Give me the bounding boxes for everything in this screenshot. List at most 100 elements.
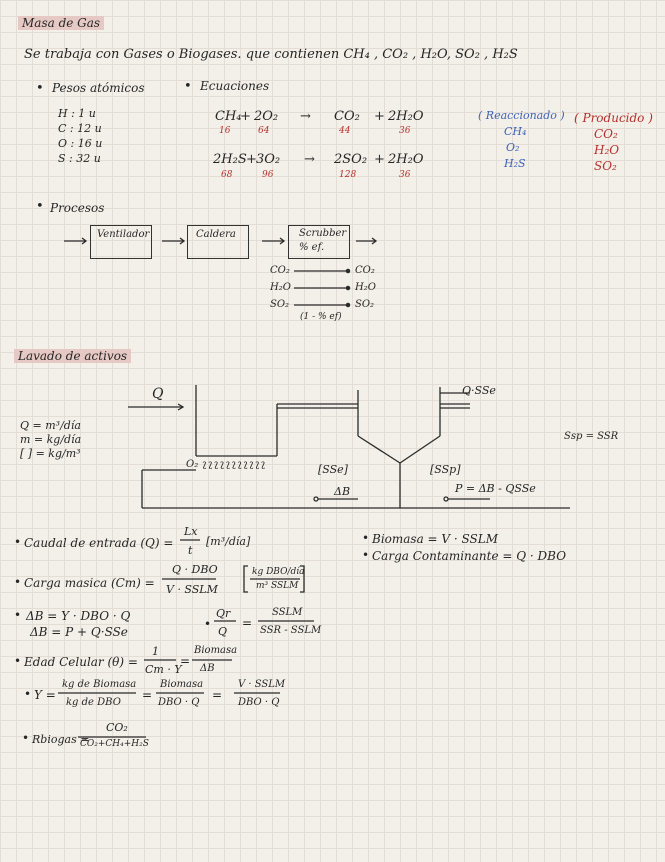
- caudal-label: Caudal de entrada (Q) =: [24, 536, 174, 550]
- box-caldera: Caldera: [187, 225, 249, 259]
- reactivo-h2s: H₂S: [504, 157, 526, 170]
- eq1-plus1: +: [240, 109, 251, 124]
- rbiogas-label: Rbiogas =: [32, 733, 90, 746]
- carga-contaminante-eq: Carga Contaminante = Q · DBO: [372, 549, 567, 563]
- carga-num: Q · DBO: [172, 563, 218, 576]
- rbiogas-den: CO₂+CH₄+H₂S: [80, 739, 149, 749]
- caudal-unit: [m³/día]: [206, 535, 251, 548]
- reactivo-o2: O₂: [506, 141, 520, 154]
- edad-eq: =: [180, 654, 191, 668]
- intro-text: Se trabaja con Gases o Biogases. que con…: [24, 47, 518, 62]
- flow-co2: CO₂: [270, 265, 290, 276]
- eq2-plus1: +: [246, 152, 257, 167]
- bullet-carga-cont: •: [362, 548, 370, 562]
- lodos-delta: ΔB: [334, 485, 351, 498]
- eq1-w4: 36: [399, 126, 411, 136]
- qr-rden: SSR - SSLM: [260, 625, 322, 636]
- bullet-biomasa: •: [362, 531, 370, 545]
- eq1-w1: 16: [219, 126, 231, 136]
- eq1-arrow: →: [300, 109, 311, 124]
- lodos-bubbles: ʅʅʅʅʅʅʅʅʅʅʅ: [202, 459, 267, 470]
- eq2-p2: 2H₂O: [388, 152, 424, 167]
- procesos-heading: Procesos: [50, 201, 105, 215]
- db-eq2: ΔB = P + Q·SSe: [30, 625, 128, 639]
- eq1-r2: 2O₂: [254, 109, 279, 124]
- qr-eq: =: [242, 616, 253, 630]
- title-masa-de-gas: Masa de Gas: [18, 16, 105, 30]
- unit-conc: [ ] = kg/m³: [20, 447, 81, 460]
- y-mnum: Biomasa: [160, 679, 204, 690]
- bullet-pesos: •: [36, 81, 44, 96]
- carga-label: Carga masica (Cm) =: [24, 576, 155, 590]
- eq2-w3: 128: [339, 170, 357, 180]
- flow-out-co2: CO₂: [355, 265, 375, 276]
- qr-rnum: SSLM: [272, 607, 303, 618]
- bullet-y: •: [24, 687, 32, 701]
- unit-m: m = kg/día: [20, 433, 82, 446]
- bullet-rbiogas: •: [22, 731, 30, 745]
- caudal-den: t: [188, 544, 193, 557]
- flow-h2o: H₂O: [270, 282, 291, 293]
- bullet-carga: •: [14, 575, 22, 589]
- eq2-r2: 3O₂: [256, 152, 281, 167]
- eq2-plus2: +: [374, 152, 385, 167]
- producto-co2: CO₂: [594, 127, 618, 141]
- lodos-p-eq: P = ΔB - QSSe: [455, 482, 536, 495]
- bullet-caudal: •: [14, 535, 22, 549]
- peso-h: H : 1 u: [58, 107, 96, 120]
- box-scrubber: Scrubber % ef.: [288, 225, 350, 259]
- peso-o: O : 16 u: [58, 137, 103, 150]
- eq2-w1: 68: [221, 170, 233, 180]
- carga-den: V · SSLM: [166, 583, 218, 596]
- box-caldera-label: Caldera: [196, 229, 236, 240]
- eq1-plus2: +: [374, 109, 385, 124]
- box-ventilador-label: Ventilador: [97, 229, 150, 240]
- lodos-q-in: Q: [152, 386, 164, 402]
- y-eq1: =: [142, 688, 153, 702]
- producto-h2o: H₂O: [594, 143, 620, 157]
- lodos-sse: [SSe]: [318, 463, 348, 476]
- productos-title: ( Producido ): [574, 111, 653, 125]
- lodos-ssp-eq: Ssp = SSR: [564, 431, 619, 442]
- y-rden: DBO · Q: [238, 697, 280, 708]
- carga-unit-num: kg DBO/día: [252, 567, 305, 577]
- eq2-w4: 36: [399, 170, 411, 180]
- bullet-ecuaciones: •: [184, 79, 192, 94]
- eq1-w2: 64: [258, 126, 270, 136]
- producto-so2: SO₂: [594, 159, 617, 173]
- peso-c: C : 12 u: [58, 122, 102, 135]
- box-scrubber-label1: Scrubber: [299, 228, 347, 239]
- bullet-edad: •: [14, 654, 22, 668]
- y-rnum: V · SSLM: [238, 679, 286, 690]
- eq1-r1: CH₄: [215, 109, 242, 124]
- eq2-w2: 96: [262, 170, 274, 180]
- db-eq1: ΔB = Y · DBO · Q: [26, 609, 131, 623]
- flow-out-so2: SO₂: [355, 299, 375, 310]
- edad-label: Edad Celular (θ) =: [24, 655, 138, 669]
- qr-num: Qr: [216, 607, 231, 620]
- title-lodos-activos: Lavado de activos: [14, 349, 132, 363]
- rbiogas-num: CO₂: [106, 721, 128, 734]
- y-label: Y =: [34, 688, 56, 702]
- y-num: kg de Biomasa: [62, 679, 137, 690]
- edad-rden: ΔB: [200, 663, 215, 674]
- bullet-procesos: •: [36, 199, 44, 214]
- y-eq2: =: [212, 688, 223, 702]
- eq1-p2: 2H₂O: [388, 109, 424, 124]
- eq1-p1: CO₂: [334, 109, 360, 124]
- box-scrubber-label2: % ef.: [299, 242, 325, 253]
- eq2-p1: 2SO₂: [334, 152, 368, 167]
- pesos-heading: Pesos atómicos: [52, 81, 145, 95]
- lodos-o2: O₂: [186, 459, 199, 470]
- unit-q: Q = m³/día: [20, 419, 81, 432]
- caudal-num: Lx: [184, 525, 198, 538]
- flow-factor: (1 - % ef): [300, 312, 342, 322]
- eq2-arrow: →: [304, 152, 315, 167]
- flow-out-h2o: H₂O: [355, 282, 376, 293]
- y-den: kg de DBO: [66, 697, 121, 708]
- eq2-r1: 2H₂S: [213, 152, 247, 167]
- edad-den: Cm · Y: [145, 663, 182, 676]
- bullet-qr: •: [204, 617, 212, 631]
- peso-s: S : 32 u: [58, 152, 101, 165]
